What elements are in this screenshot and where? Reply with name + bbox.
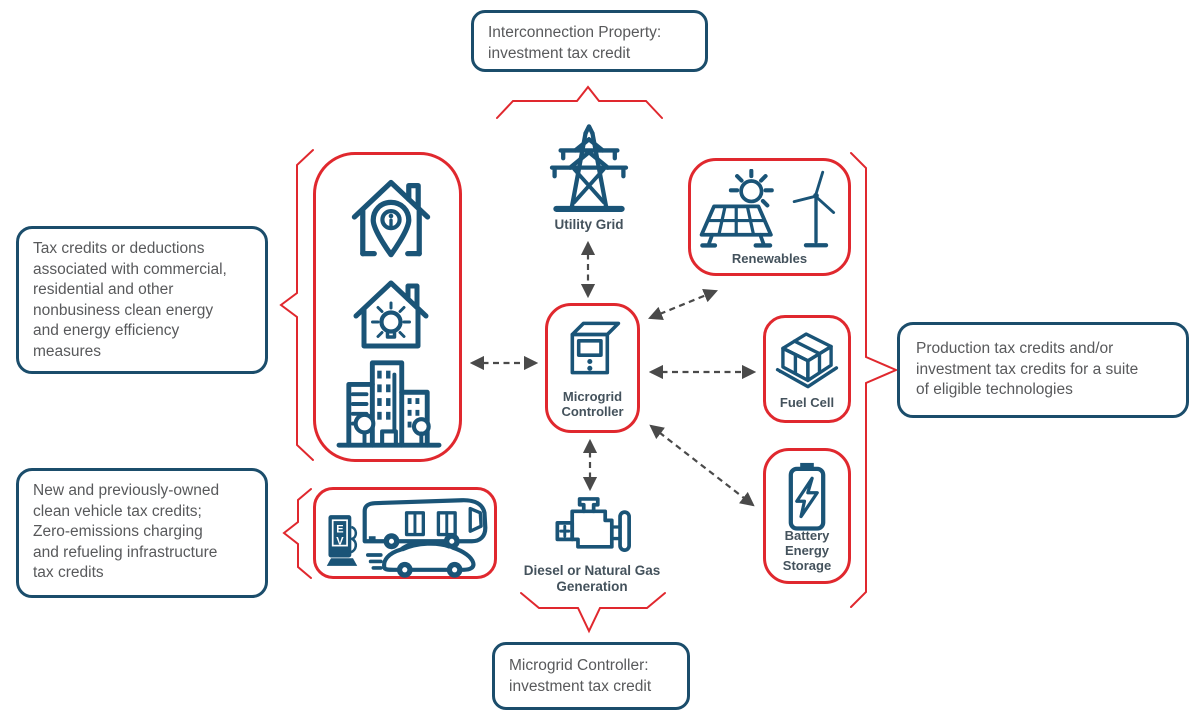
- city-buildings-icon: [336, 360, 442, 448]
- callout-production-credits: Production tax credits and/or investment…: [897, 322, 1189, 418]
- solar-panel-sun-icon: [699, 169, 774, 248]
- utility-grid-label: Utility Grid: [554, 217, 624, 232]
- node-utility-grid: Utility Grid: [546, 116, 632, 233]
- callout-clean-energy-credits: Tax credits or deductions associated wit…: [16, 226, 268, 374]
- bus-icon: [362, 498, 488, 550]
- transmission-tower-icon: [549, 124, 629, 212]
- brace-right: [850, 152, 899, 608]
- renewables-label: Renewables: [731, 251, 808, 267]
- ev-charger-icon: EV: [326, 515, 358, 566]
- ev-charger-label: EV: [334, 524, 346, 548]
- house-info-pin-icon: [351, 179, 431, 258]
- brace-left-lower: [282, 488, 312, 579]
- callout-microgrid-controller-credit: Microgrid Controller: investment tax cre…: [492, 642, 690, 710]
- node-diesel-generation: Diesel or Natural Gas Generation: [512, 494, 672, 594]
- wind-turbine-icon: [792, 170, 836, 248]
- group-renewables: Renewables: [688, 158, 851, 276]
- group-vehicles: EV: [313, 487, 497, 579]
- diesel-generation-label: Diesel or Natural Gas Generation: [523, 563, 661, 594]
- battery-bolt-icon: [788, 462, 826, 531]
- brace-bottom: [520, 592, 666, 634]
- callout-interconnection-property: Interconnection Property: investment tax…: [471, 10, 708, 72]
- car-icon: [366, 540, 476, 578]
- fuel-cell-box-icon: [775, 332, 839, 389]
- arrow-controller-renewables: [648, 288, 718, 321]
- arrow-controller-battery: [649, 424, 755, 507]
- microgrid-controller-label: Microgrid Controller: [561, 389, 624, 420]
- group-battery-storage: Battery Energy Storage: [763, 448, 851, 584]
- group-buildings: [313, 152, 462, 462]
- brace-left-upper: [279, 149, 314, 461]
- house-lightbulb-icon: [353, 280, 429, 349]
- callout-clean-vehicle-credits: New and previously-owned clean vehicle t…: [16, 468, 268, 598]
- node-microgrid-controller: Microgrid Controller: [545, 303, 640, 433]
- fuel-cell-label: Fuel Cell: [779, 395, 835, 411]
- brace-top: [496, 85, 663, 119]
- group-fuel-cell: Fuel Cell: [763, 315, 851, 423]
- battery-storage-label: Battery Energy Storage: [782, 528, 832, 574]
- controller-cabinet-icon: [570, 321, 620, 375]
- engine-icon: [555, 497, 631, 552]
